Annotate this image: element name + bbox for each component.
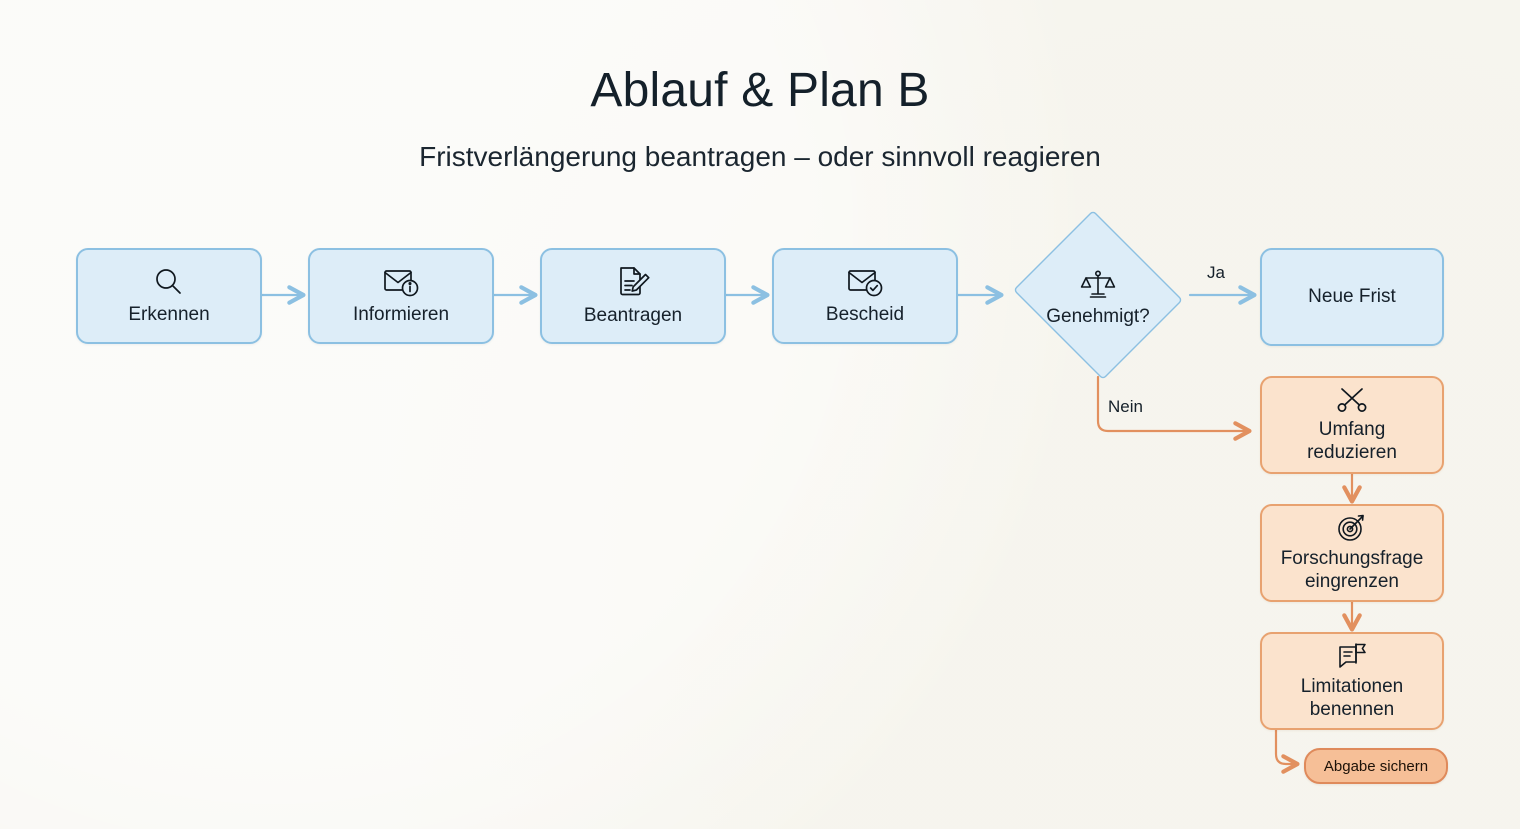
- node-erkennen[interactable]: Erkennen: [76, 248, 262, 344]
- node-label: Genehmigt?: [1046, 305, 1150, 327]
- target-icon: [1335, 513, 1369, 543]
- node-label: Neue Frist: [1308, 285, 1396, 307]
- document-pen-icon: [613, 264, 653, 300]
- envelope-check-icon: [844, 265, 886, 299]
- edge-limitationen-abgabe: [1274, 728, 1300, 774]
- node-label: Bescheid: [825, 304, 905, 326]
- node-beantragen[interactable]: Beantragen: [540, 248, 726, 344]
- node-label: Forschungsfrage eingrenzen: [1280, 548, 1424, 592]
- page-title: Ablauf & Plan B: [590, 64, 930, 117]
- node-label: Informieren: [352, 304, 450, 326]
- envelope-info-icon: [380, 265, 422, 299]
- node-label: Beantragen: [583, 305, 683, 327]
- edge-label-nein: Nein: [1108, 397, 1143, 416]
- node-neue-frist[interactable]: Neue Frist: [1260, 248, 1444, 346]
- scissors-icon: [1335, 386, 1369, 414]
- badge-label: Abgabe sichern: [1323, 757, 1429, 775]
- node-forschungsfrage-eingrenzen[interactable]: Forschungsfrage eingrenzen: [1260, 504, 1444, 602]
- node-informieren[interactable]: Informieren: [308, 248, 494, 344]
- edge-label-ja: Ja: [1207, 263, 1225, 282]
- node-umfang-reduzieren[interactable]: Umfang reduzieren: [1260, 376, 1444, 474]
- node-label: Umfang reduzieren: [1307, 419, 1397, 463]
- scales-icon: [1078, 267, 1118, 306]
- node-limitationen-benennen[interactable]: Limitationen benennen: [1260, 632, 1444, 730]
- node-label: Erkennen: [128, 304, 210, 326]
- note-flag-icon: [1335, 641, 1369, 671]
- badge-abgabe-sichern[interactable]: Abgabe sichern: [1304, 748, 1448, 784]
- node-genehmigt-decision[interactable]: Genehmigt?: [1008, 210, 1188, 380]
- node-label: Limitationen benennen: [1300, 676, 1404, 720]
- magnifier-icon: [149, 265, 189, 299]
- node-bescheid[interactable]: Bescheid: [772, 248, 958, 344]
- page-subtitle: Fristverlängerung beantragen – oder sinn…: [419, 141, 1101, 172]
